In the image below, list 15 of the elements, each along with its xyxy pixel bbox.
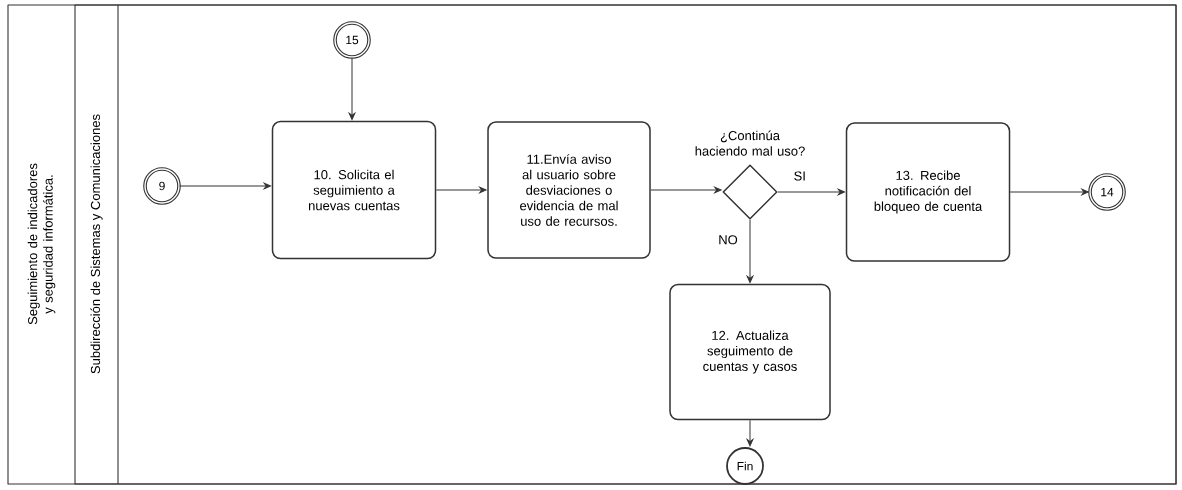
task-box: 10. Solicita el seguimiento a nuevas cuentas xyxy=(271,120,437,260)
edge-label: NO xyxy=(717,234,739,246)
arrow xyxy=(777,188,846,196)
arrow xyxy=(435,186,487,194)
node-label: ¿Continúa haciendo mal uso? xyxy=(695,130,805,156)
arrow xyxy=(1009,188,1089,196)
arrow xyxy=(179,182,271,190)
arrow xyxy=(746,219,754,283)
edge-label: SI xyxy=(792,170,807,182)
arrow xyxy=(746,419,754,447)
task-box: 11.Envía aviso al usuario sobre desviaciones o evidencia de mal uso de recursos. xyxy=(487,121,651,259)
task-box: 12. Actualiza seguimento de cuentas y casos xyxy=(669,283,831,421)
task-box: 13. Recibe notificación del bloqueo de cuenta xyxy=(845,122,1011,262)
arrow xyxy=(348,57,356,120)
arrow xyxy=(650,186,722,194)
